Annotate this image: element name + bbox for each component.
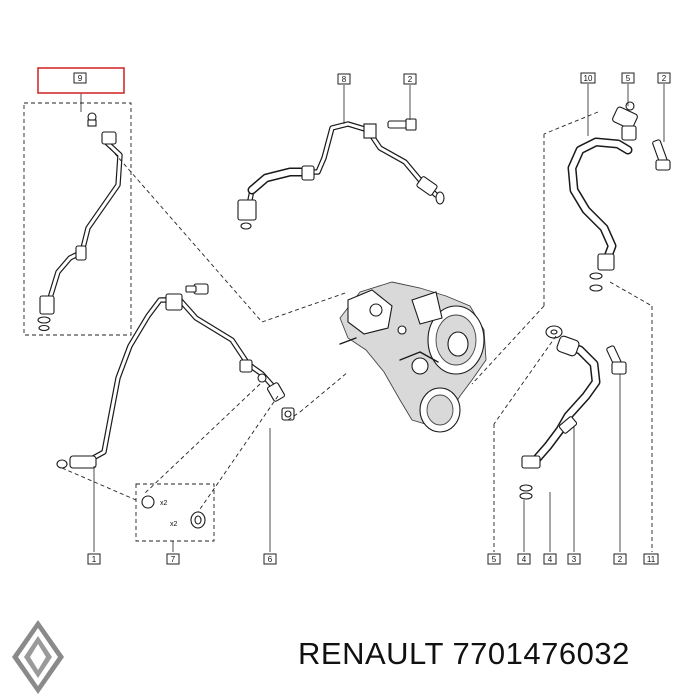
callout-5-top: 5 xyxy=(626,74,631,83)
part-7-group-box xyxy=(135,483,215,542)
part-9-leader-dash xyxy=(109,147,263,323)
callout-2-top: 2 xyxy=(408,75,413,84)
callout-2-right: 2 xyxy=(662,74,667,83)
part-8-pipe xyxy=(237,121,445,230)
callout-2-bottom: 2 xyxy=(618,555,623,564)
renault-logo xyxy=(12,620,64,694)
part-2-bolt-top xyxy=(387,118,417,131)
part-2-bolt-right xyxy=(652,139,671,171)
callout-10: 10 xyxy=(584,74,593,83)
part-1-bolt xyxy=(185,283,209,295)
seal-quantity: x2 xyxy=(170,521,178,528)
brand-part-number: RENAULT 7701476032 xyxy=(298,636,630,671)
callout-4-a: 4 xyxy=(522,555,527,564)
part-7-washers: x2 x2 xyxy=(141,495,206,529)
part-1-pipe xyxy=(56,293,295,469)
part-2-bolt-lower-right xyxy=(606,345,627,375)
washer-quantity: x2 xyxy=(160,500,168,507)
part-9-pipe xyxy=(37,112,123,332)
part-10-pipe xyxy=(567,101,638,292)
callout-9: 9 xyxy=(78,74,83,83)
part-9-group-box xyxy=(23,102,132,336)
callout-1: 1 xyxy=(92,555,97,564)
highlight-box-part-9 xyxy=(37,67,125,94)
callout-4-b: 4 xyxy=(548,555,553,564)
turbocharger-illustration xyxy=(339,281,487,433)
callout-8: 8 xyxy=(342,75,347,84)
callout-3: 3 xyxy=(572,555,577,564)
part-3-pipe xyxy=(519,325,601,500)
callout-6: 6 xyxy=(268,555,273,564)
callout-7: 7 xyxy=(171,555,176,564)
callout-5-bottom: 5 xyxy=(492,555,497,564)
callout-11: 11 xyxy=(647,555,656,564)
